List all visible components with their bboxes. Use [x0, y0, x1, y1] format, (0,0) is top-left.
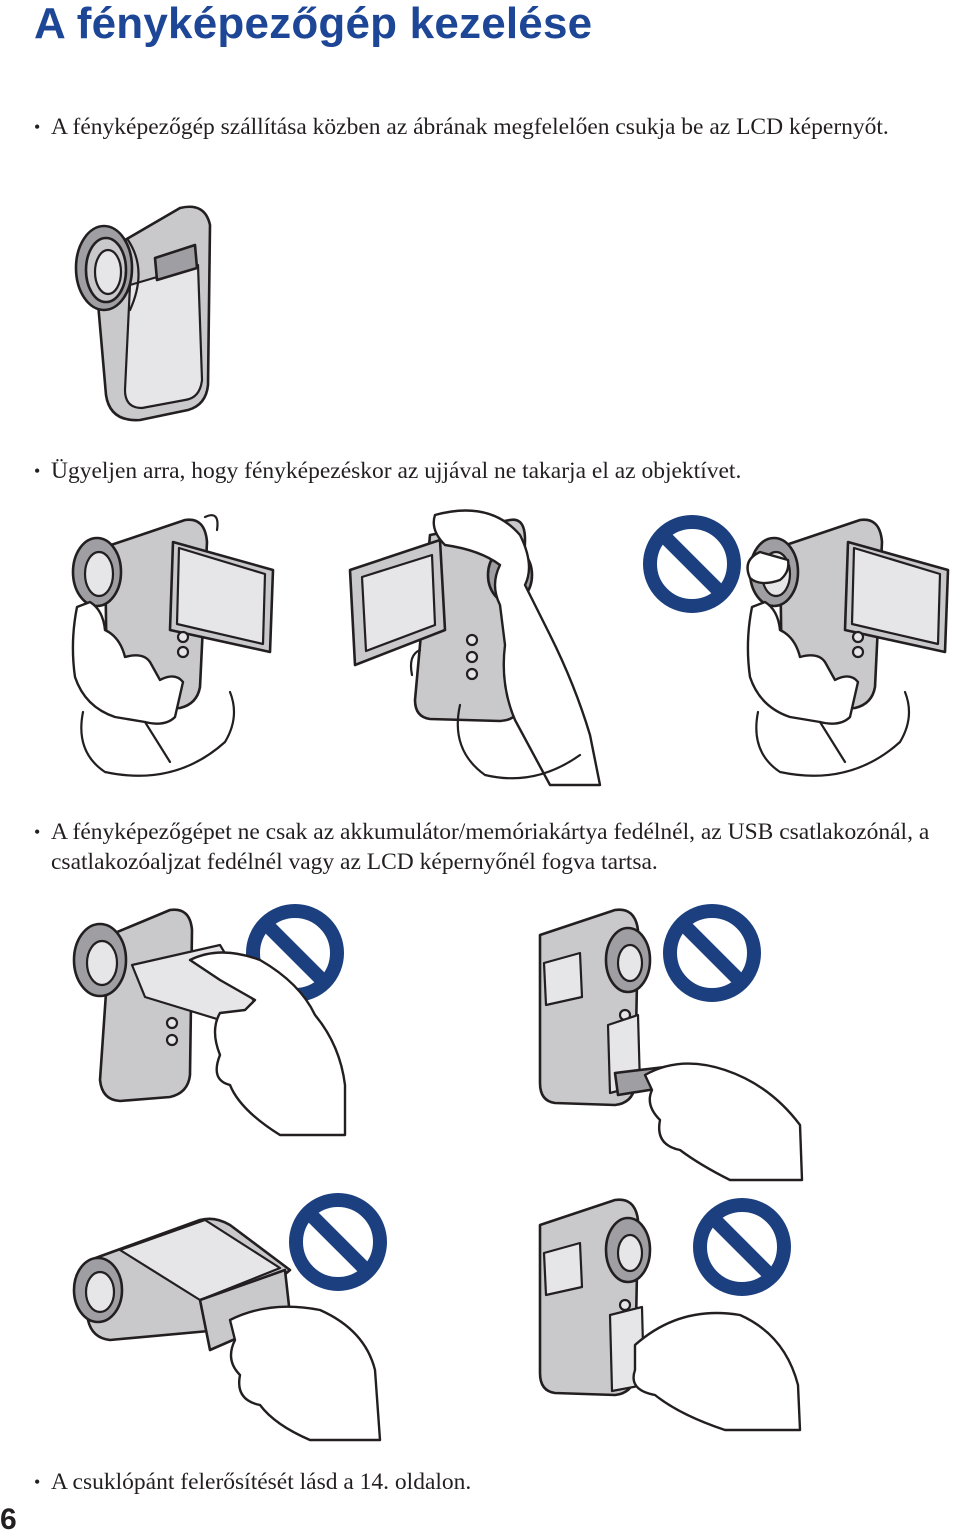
bullet-marker: •	[34, 461, 41, 481]
bullet-marker: •	[34, 117, 41, 137]
camera-correct-grip-illustration	[71, 514, 275, 777]
bullet-marker: •	[34, 1472, 41, 1492]
bullet-marker: •	[34, 822, 41, 842]
bullet-text: Ügyeljen arra, hogy fényképezéskor az uj…	[51, 458, 742, 484]
page-title: A fényképezőgép kezelése	[34, 0, 593, 48]
prohibition-sign-icon	[289, 1193, 387, 1291]
bullet-wrist-strap: • A csuklópánt felerősítését lásd a 14. …	[34, 1467, 944, 1497]
prohibition-sign-icon	[643, 515, 741, 613]
bullet-text: A csuklópánt felerősítését lásd a 14. ol…	[51, 1469, 472, 1495]
camera-card-cover-illustration	[538, 1198, 802, 1432]
prohibition-sign-icon	[663, 904, 761, 1002]
camera-wrong-grip-illustration	[643, 515, 950, 777]
bullet-text: A fényképezőgépet ne csak az akkumulátor…	[51, 819, 930, 875]
prohibition-sign-icon	[693, 1198, 791, 1296]
page-number: 6	[0, 1503, 17, 1536]
bullet-text: A fényképezőgép szállítása közben az ábr…	[51, 114, 889, 140]
camera-jack-cover-illustration	[72, 1193, 387, 1442]
camera-battery-cover-illustration	[72, 904, 347, 1137]
bullet-closed-lcd: • A fényképezőgép szállítása közben az á…	[34, 112, 944, 142]
bullet-lens-finger: • Ügyeljen arra, hogy fényképezéskor az …	[34, 456, 944, 486]
camera-usb-connector-illustration	[538, 904, 804, 1182]
camera-closed-illustration	[74, 205, 212, 422]
bullet-do-not-hold: • A fényképezőgépet ne csak az akkumulát…	[34, 817, 944, 877]
camera-front-grip-illustration	[348, 509, 602, 787]
